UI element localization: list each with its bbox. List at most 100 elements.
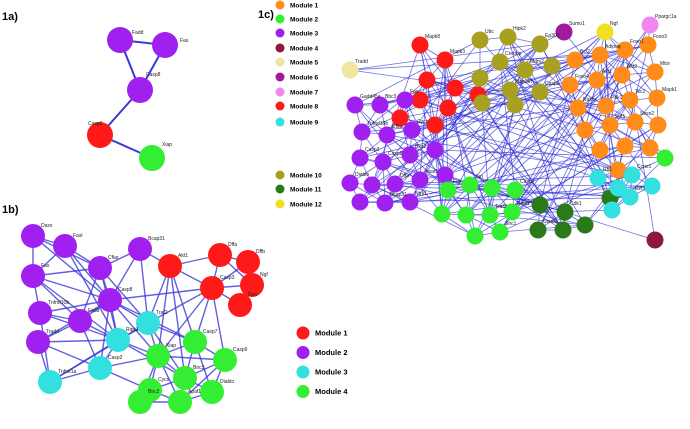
node-label-c-akt2: Akt2 (627, 64, 637, 70)
legend-c-swatch-1 (275, 0, 285, 10)
edge-b-79 (32, 235, 111, 301)
node-c-47 (353, 123, 371, 141)
node-label-c-cflar: Cflar (392, 124, 403, 130)
node-b-casp7 (183, 330, 207, 354)
node-label-c-cycs: Cycs (417, 119, 429, 125)
node-label-c-pdk1: Pdk1 (611, 95, 623, 101)
edge-c-149 (371, 59, 576, 186)
node-c-39 (649, 116, 667, 134)
edge-c-133 (539, 54, 601, 93)
edge-b-48 (147, 287, 213, 324)
edge-b-47 (157, 287, 213, 357)
edge-c-183 (491, 79, 598, 189)
edge-b-12 (32, 275, 111, 301)
node-c-38 (626, 113, 644, 131)
node-label-a-casp8: Casp8 (146, 72, 161, 78)
node-label-c-sumo1: Sumo1 (569, 21, 585, 27)
node-c-28 (561, 76, 579, 94)
legend-b-swatch-4 (296, 385, 310, 398)
node-label-b-dffb: Dffb (256, 249, 265, 255)
node-c-73 (556, 203, 574, 221)
node-b-apaf1 (168, 390, 192, 414)
node-label-b-casp7: Casp7 (203, 329, 218, 335)
node-b-casp3 (200, 276, 224, 300)
node-label-c-mdm2: Mdm2 (530, 59, 544, 65)
node-c-84 (646, 231, 664, 249)
node-label-c-tradd: Tradd (355, 59, 368, 65)
node-label-a-casp3: Casp3 (88, 121, 103, 127)
edge-c-228 (404, 99, 601, 151)
legend-c-label-1: Module 1 (290, 2, 319, 9)
node-c-33 (597, 97, 615, 115)
node-c-58 (436, 166, 454, 184)
node-c-80 (623, 166, 641, 184)
node-b-casp2 (88, 356, 112, 380)
node-c-6 (418, 71, 436, 89)
edge-c-296 (394, 183, 586, 226)
panel-c-label: 1c) (258, 9, 274, 21)
legend-b-swatch-2 (296, 346, 310, 359)
node-c-18 (543, 57, 561, 75)
node-b-birc2 (128, 390, 152, 414)
node-c-27 (639, 36, 657, 54)
node-c-29 (588, 71, 606, 89)
legend-c-label-2: Module 2 (290, 16, 319, 23)
legend-c-label-4: Module 4 (290, 45, 319, 52)
node-b-gsn (228, 293, 252, 317)
node-c-19 (471, 69, 489, 87)
node-c-82 (621, 188, 639, 206)
node-b-casp9 (213, 348, 237, 372)
node-label-c-crebbp: Crebbp (505, 51, 522, 57)
edge-b-38 (169, 265, 186, 379)
edge-c-15 (349, 54, 601, 71)
node-c-8 (411, 91, 429, 109)
node-c-68 (481, 206, 499, 224)
edge-c-194 (444, 71, 656, 176)
edge-c-163 (609, 49, 626, 126)
legend-c-label-6: Module 6 (290, 74, 319, 81)
node-c-60 (376, 194, 394, 212)
node-label-c-ppargc1a: Ppargc1a (655, 14, 677, 20)
legend-c-swatch-2 (275, 14, 285, 24)
node-c-45 (371, 96, 389, 114)
node-c-1 (596, 23, 614, 41)
node-c-11 (391, 109, 409, 127)
node-c-12 (426, 116, 444, 134)
node-label-b-akt1: Akt1 (178, 253, 188, 259)
edge-b-54 (49, 339, 119, 383)
node-label-b-gsn: Gsn (248, 292, 257, 298)
edge-c-369 (611, 157, 666, 211)
node-label-b-birc3: Birc3 (193, 365, 205, 371)
legend-c-swatch-4 (275, 43, 285, 53)
node-c-66 (433, 205, 451, 223)
node-label-c-rb1: Rb1 (603, 167, 612, 173)
legend-c-label-12: Module 12 (290, 201, 322, 208)
node-a-xiap (139, 145, 165, 171)
node-b-bcap31 (128, 237, 152, 261)
node-c-51 (374, 153, 392, 171)
edge-c-1 (563, 31, 666, 159)
node-label-b-daxx: Daxx (41, 223, 53, 229)
node-label-c-ngf: Ngf (610, 21, 618, 27)
node-label-b-fadd: Fadd (88, 308, 100, 314)
node-label-c-hipk2: Hipk2 (513, 26, 526, 32)
panel-a-label: 1a) (2, 11, 18, 23)
edge-c-77 (361, 124, 436, 133)
node-c-49 (403, 121, 421, 139)
node-b-ripk1 (106, 328, 130, 352)
legend-c-swatch-6 (275, 72, 285, 82)
node-c-7 (446, 79, 464, 97)
node-c-17 (516, 61, 534, 79)
node-b-dffa (208, 243, 232, 267)
node-label-b-tradd: Tradd (46, 329, 59, 335)
node-b-tnfrsf1a (38, 370, 62, 394)
network-nodes (21, 16, 674, 414)
node-c-35 (648, 89, 666, 107)
legend-c-label-3: Module 3 (290, 30, 319, 37)
node-label-c-casp7: Casp7 (520, 179, 535, 185)
node-label-c-birc2: Birc2 (415, 144, 427, 150)
node-label-b-casp8: Casp8 (118, 287, 133, 293)
edge-c-34 (426, 79, 651, 149)
